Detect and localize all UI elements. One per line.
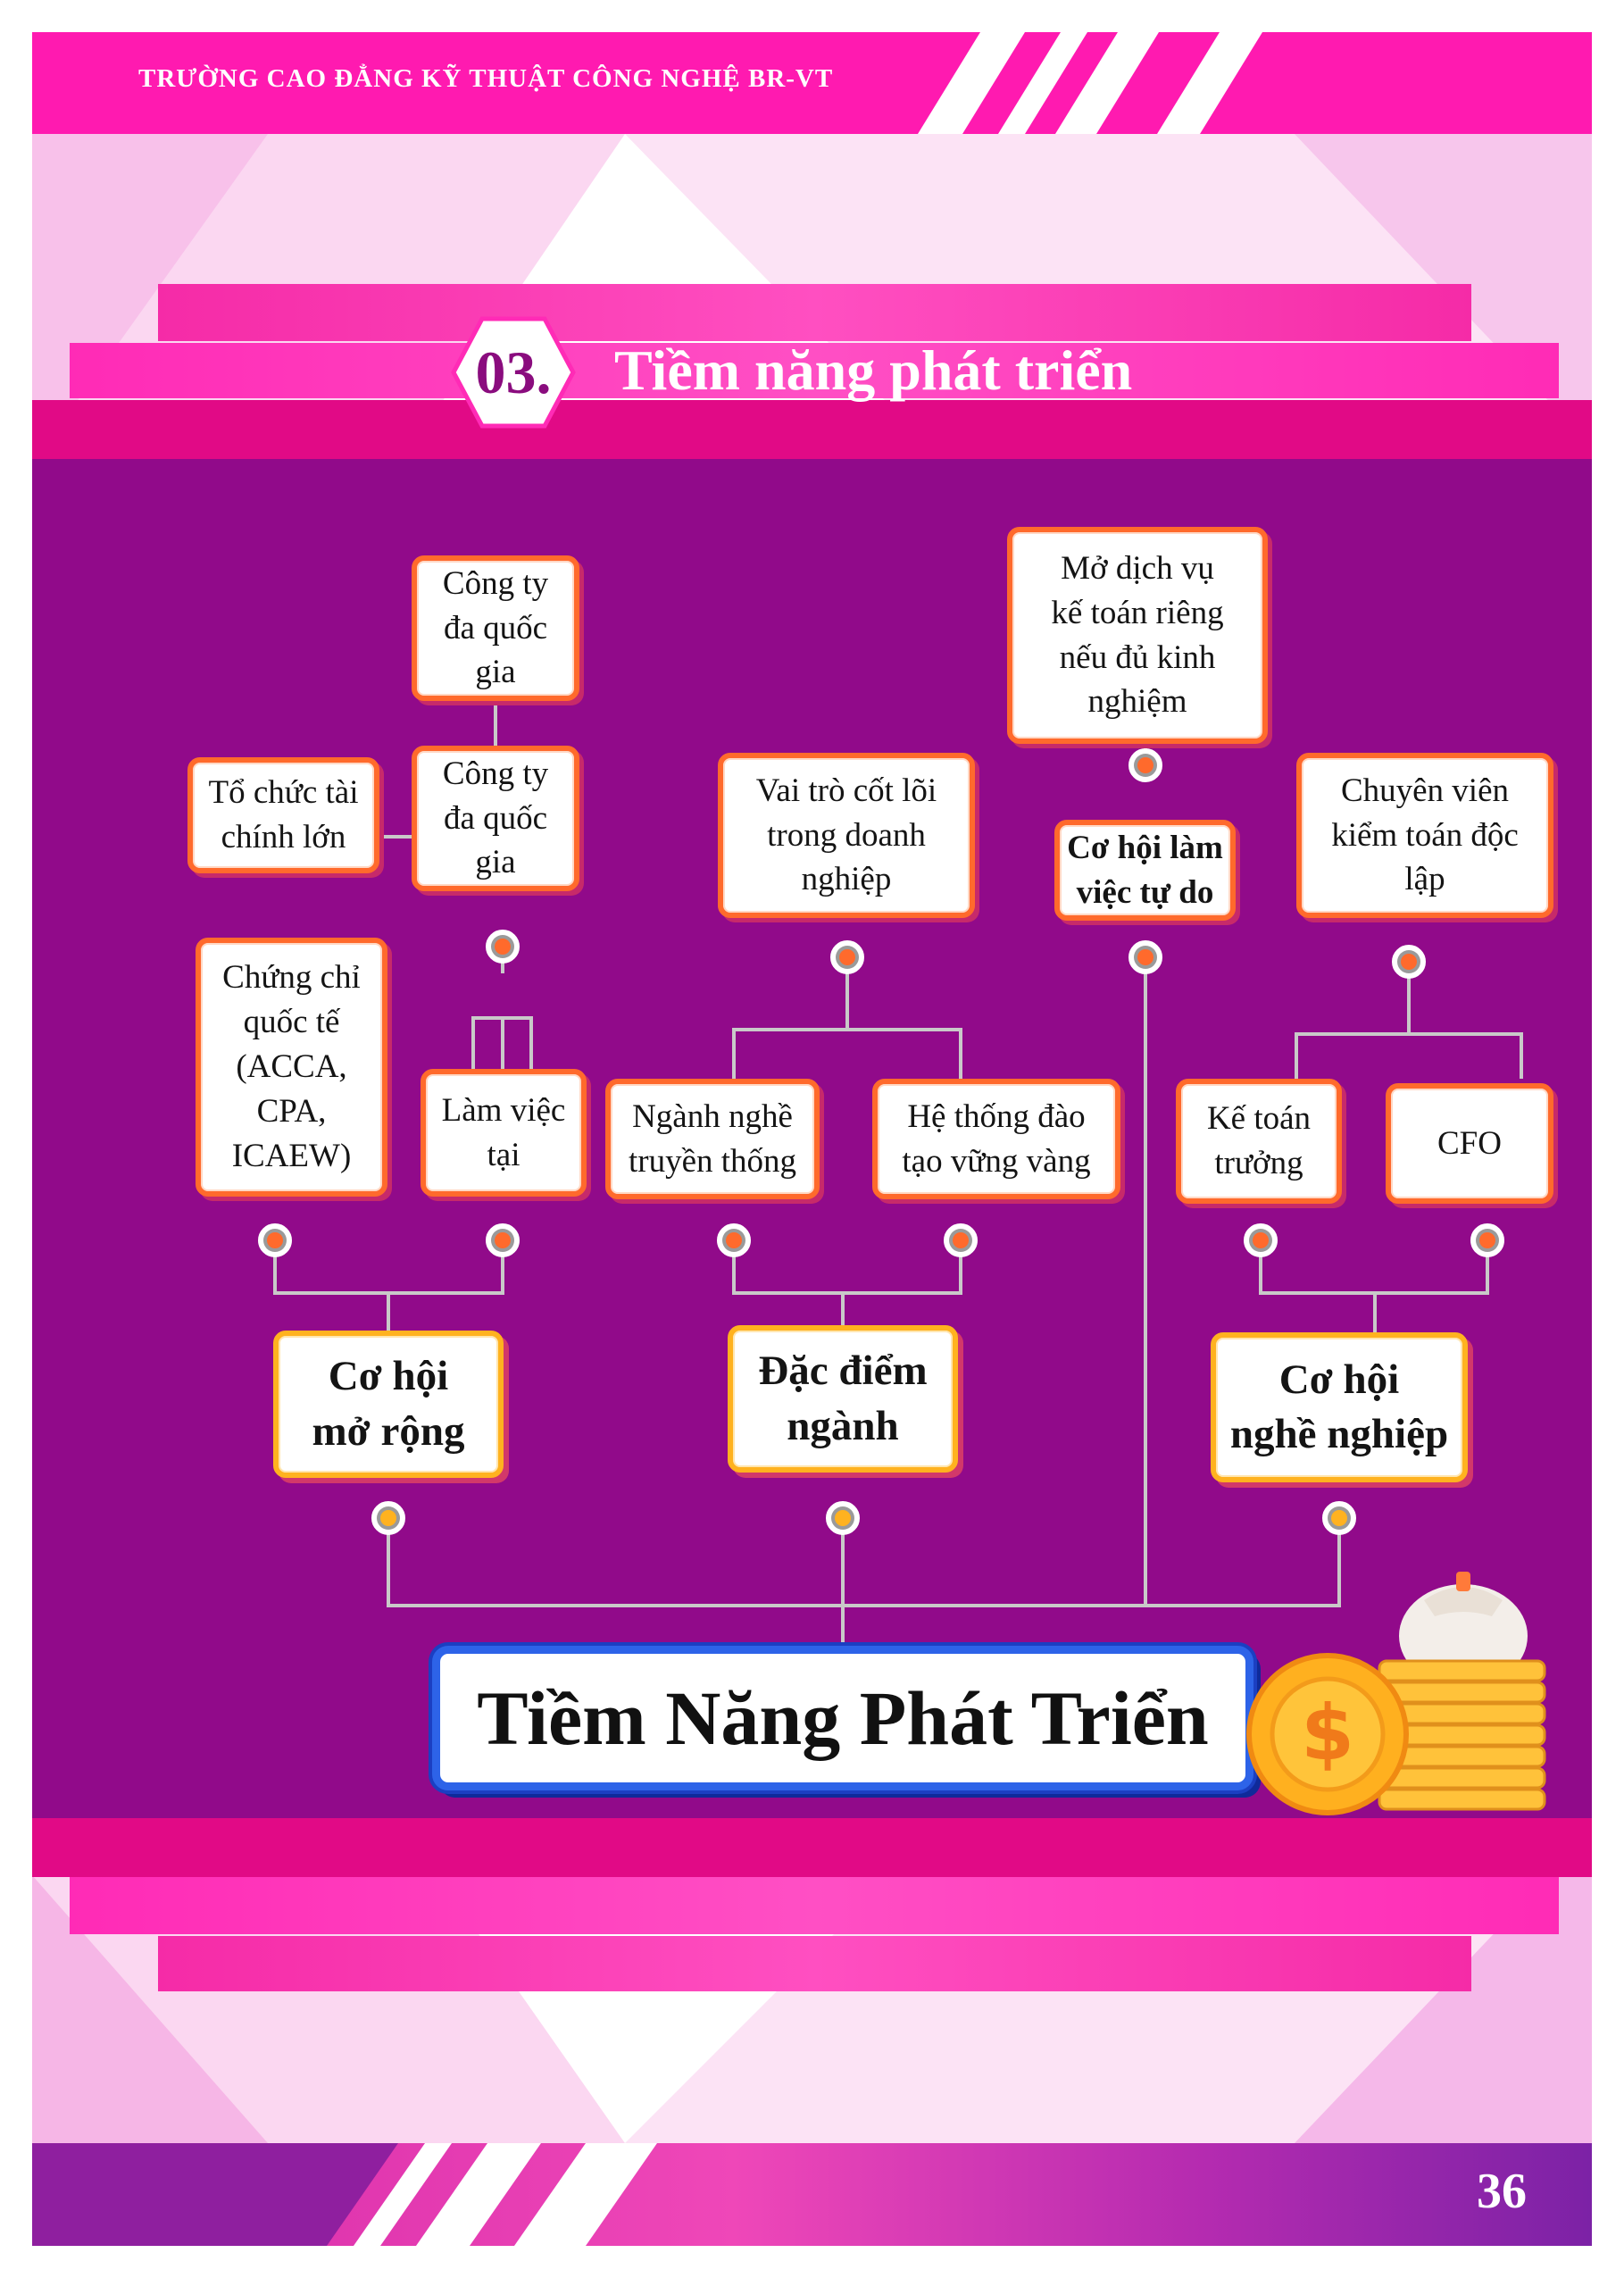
- connector-dot: [944, 1223, 978, 1257]
- connector-dot: [1470, 1223, 1504, 1257]
- top-stripe-3: [32, 400, 1592, 459]
- top-stripe-1: [158, 284, 1471, 341]
- section-number: 03.: [475, 338, 552, 406]
- node-international-certificates: Chứng chỉ quốc tế (ACCA, CPA, ICAEW): [196, 938, 387, 1197]
- node-multinational-company: Công ty đa quốc gia: [412, 746, 579, 891]
- connector-dot: [717, 1223, 751, 1257]
- section-title: Tiềm năng phát triển: [614, 338, 1133, 402]
- page-number: 36: [1477, 2164, 1527, 2219]
- connector-dot: [486, 1223, 520, 1257]
- connector-dot: [830, 940, 864, 974]
- node-freelance-opportunity: Cơ hội làm việc tự do: [1054, 820, 1236, 921]
- category-career-opportunity: Cơ hội nghề nghiệp: [1211, 1332, 1468, 1482]
- connector-dot: [371, 1501, 405, 1535]
- footer-stripes: [32, 2143, 657, 2246]
- node-own-accounting-service: Mở dịch vụ kế toán riêng nếu đủ kinh ngh…: [1007, 527, 1268, 744]
- category-expansion-opportunity: Cơ hội mở rộng: [273, 1331, 504, 1478]
- bottom-stripe-1: [32, 1818, 1592, 1877]
- header-bar: [32, 32, 1592, 134]
- category-industry-characteristics: Đặc điểm ngành: [728, 1325, 958, 1473]
- top-stripe-2: [70, 343, 1559, 398]
- money-bag-and-coins-illustration: $: [1246, 1572, 1546, 1815]
- connector-dot: [1128, 940, 1162, 974]
- header-school-name: TRƯỜNG CAO ĐẲNG KỸ THUẬT CÔNG NGHỆ BR-VT: [138, 64, 834, 93]
- node-work-at: Làm việc tại: [421, 1069, 587, 1197]
- node-chief-accountant: Kế toán trưởng: [1176, 1079, 1342, 1204]
- connector-dot: [1128, 748, 1162, 782]
- connector-dot: [1322, 1501, 1356, 1535]
- header-stripes: [918, 32, 1262, 134]
- bottom-stripe-3: [158, 1936, 1471, 1991]
- node-multinational-company-top: Công ty đa quốc gia: [412, 555, 579, 701]
- connector-dot: [826, 1501, 860, 1535]
- node-cfo: CFO: [1386, 1083, 1553, 1204]
- node-independent-auditor: Chuyên viên kiểm toán độc lập: [1296, 753, 1553, 918]
- connector-dot: [1244, 1223, 1278, 1257]
- connector-dot: [258, 1223, 292, 1257]
- node-financial-organizations: Tổ chức tài chính lớn: [187, 757, 379, 873]
- svg-text:$: $: [1301, 1689, 1354, 1778]
- node-core-role: Vai trò cốt lõi trong doanh nghiệp: [718, 753, 975, 918]
- connector-dot: [486, 930, 520, 964]
- footer-bar: [32, 2143, 1592, 2246]
- section-hexagon-badge: [451, 316, 576, 429]
- node-solid-training-system: Hệ thống đào tạo vững vàng: [872, 1079, 1120, 1199]
- root-node-development-potential: Tiềm Năng Phát Triển: [432, 1646, 1253, 1790]
- connector-dot: [1392, 945, 1426, 979]
- node-traditional-profession: Ngành nghề truyền thống: [605, 1079, 820, 1199]
- bottom-stripe-2: [70, 1877, 1559, 1934]
